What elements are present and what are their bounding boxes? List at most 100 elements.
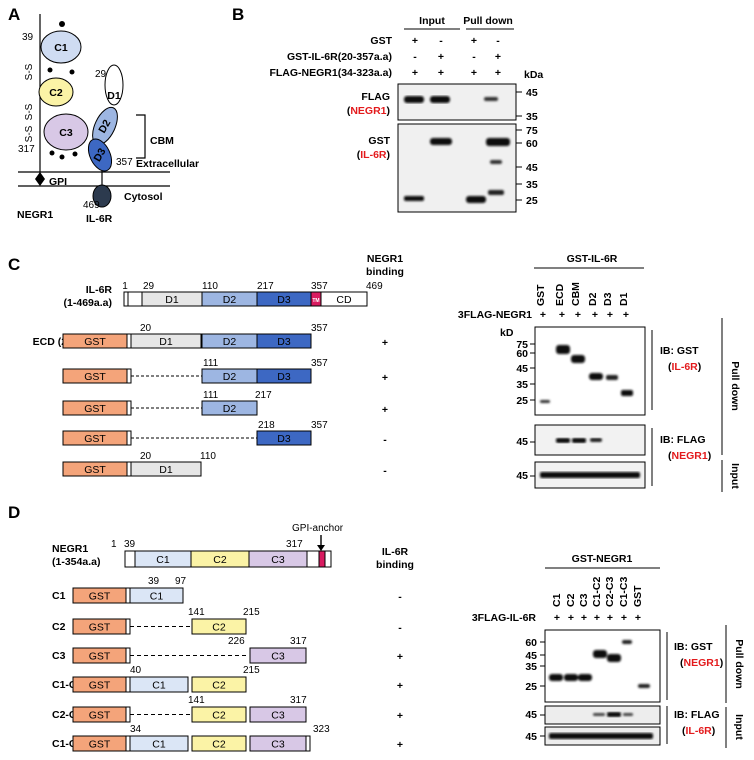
d-lane-plus: +: [621, 612, 627, 624]
d-flag-label: 3FLAG-IL-6R: [472, 612, 537, 624]
d1-domain: [104, 64, 124, 106]
c2-domain: [38, 77, 74, 107]
c3-domain: [43, 113, 89, 151]
d-full-c2-label: C2: [213, 554, 227, 566]
c-lane-plus: +: [559, 309, 565, 321]
d-construct-5-gst-label: GST: [89, 739, 111, 751]
c-constructs: ECD (20-357a.a)GSTD1D2D320357+CBMGSTD2D3…: [33, 323, 388, 477]
b-row-mark: +: [412, 67, 418, 79]
c-ib-flag-target: (NEGR1): [668, 450, 711, 462]
c-lane-plus: +: [540, 309, 546, 321]
c-lane-plus: +: [607, 309, 613, 321]
c-header: NEGR1: [367, 253, 403, 265]
c-construct-1-d3: [256, 368, 312, 384]
d-construct-0-c1-label: C1: [150, 591, 164, 603]
d-lane-plus: +: [594, 612, 600, 624]
b-kda: kDa: [524, 69, 543, 81]
panel-d-label: D: [8, 503, 20, 522]
d-construct-3-gst-label: GST: [89, 680, 111, 692]
d-lane-labels: C1+C2+C3+C1-C2+C2-C3+C1-C3+GST+: [551, 576, 644, 624]
d-lane-plus: +: [581, 612, 587, 624]
d-construct-3-binding: +: [397, 680, 403, 692]
c-marker: 35: [516, 379, 528, 391]
linker: [125, 735, 131, 752]
d-lane-plus: +: [554, 612, 560, 624]
c-construct-4-d1-label: D1: [159, 464, 173, 476]
d-header-2: binding: [376, 559, 414, 571]
d-full-name: NEGR1: [52, 543, 88, 555]
c-marker: 75: [516, 339, 528, 351]
b-row-mark: -: [413, 51, 417, 63]
d-marker: 45: [525, 650, 537, 662]
linker: [126, 461, 132, 477]
panel-b-label: B: [232, 5, 244, 24]
extracellular-label: Extracellular: [136, 158, 199, 170]
d1-label: D1: [107, 90, 121, 102]
d-construct-1-name: C2: [52, 621, 66, 633]
d-full-linker: [306, 550, 320, 568]
d-construct-2-name: C3: [52, 650, 66, 662]
b-row-label: GST-IL-6R(20-357a.a): [287, 51, 392, 63]
d-construct-5-c1-label: C1: [152, 739, 166, 751]
d-construct-4-c3: [249, 706, 307, 723]
d-full-num: 317: [286, 539, 303, 550]
d-construct-0-c1: [129, 587, 184, 604]
d-construct-2-c3: [249, 647, 307, 664]
c-full-num: 110: [202, 281, 218, 292]
d-marker: 25: [525, 681, 537, 693]
c-flag-label: 3FLAG-NEGR1: [458, 309, 532, 321]
c-lane-plus: +: [623, 309, 629, 321]
d-construct-0-name: C1: [52, 590, 66, 602]
d3-label: D3: [91, 146, 108, 164]
c-full-nterm: [127, 291, 143, 307]
d-ib-gst: IB: GST: [674, 641, 713, 653]
d-construct-4-c3-label: C3: [271, 710, 285, 722]
il6r-cytosolic-domain: [92, 184, 112, 208]
c-construct-1-d2-label: D2: [223, 371, 237, 383]
d-marker-flag: 45: [525, 709, 537, 721]
c-construct-0-d1-label: D1: [159, 336, 173, 348]
c2-label: C2: [49, 87, 63, 99]
d-construct-4-c2: [191, 706, 247, 723]
d-construct-0-num-start: 39: [148, 576, 160, 587]
d-marker: 60: [525, 637, 537, 649]
c-blot-title: GST-IL-6R: [567, 253, 618, 265]
c-construct-3-num-end: 357: [311, 420, 328, 431]
d-construct-1-num-end: 215: [243, 607, 260, 618]
d-construct-5-binding: +: [397, 739, 403, 751]
cbm-bracket: [136, 114, 146, 159]
b-gst-label: GST: [368, 135, 390, 147]
a-num-39: 39: [22, 32, 34, 43]
c-lane-label: ECD: [554, 283, 566, 306]
b-row-mark: +: [471, 67, 477, 79]
panel-a-label: A: [8, 5, 20, 24]
c-construct-4-gst-label: GST: [84, 464, 106, 476]
linker: [126, 333, 132, 349]
c-construct-2-d2: [201, 400, 258, 416]
c-construct-0-binding: +: [382, 337, 388, 349]
disulfide-1: S-S: [24, 63, 35, 80]
d-construct-4-binding: +: [397, 710, 403, 722]
d-full-cterm: [324, 550, 332, 568]
b-marker: 35: [526, 179, 538, 191]
d-construct-0-num-end: 97: [175, 576, 187, 587]
c-kd: kD: [500, 327, 514, 339]
c-construct-2-d2-label: D2: [223, 403, 237, 415]
c-lane-label: CBM: [570, 282, 582, 306]
d-full-num: 1: [111, 539, 117, 550]
d-construct-1-c2-label: C2: [212, 622, 226, 634]
c-full-d3-label: D3: [277, 294, 291, 306]
d-blot-title: GST-NEGR1: [572, 553, 633, 565]
d3-domain: [87, 138, 113, 172]
d2-label: D2: [96, 118, 113, 136]
gpi-label: GPI: [49, 176, 67, 188]
d-input-label: Input: [733, 714, 745, 740]
cbm-label: CBM: [150, 135, 174, 147]
d-ib-flag-target: (IL-6R): [682, 725, 715, 737]
d-lane-plus: +: [635, 612, 641, 624]
d-construct-1-gst-label: GST: [89, 622, 111, 634]
c-lane-label: D3: [602, 292, 614, 306]
